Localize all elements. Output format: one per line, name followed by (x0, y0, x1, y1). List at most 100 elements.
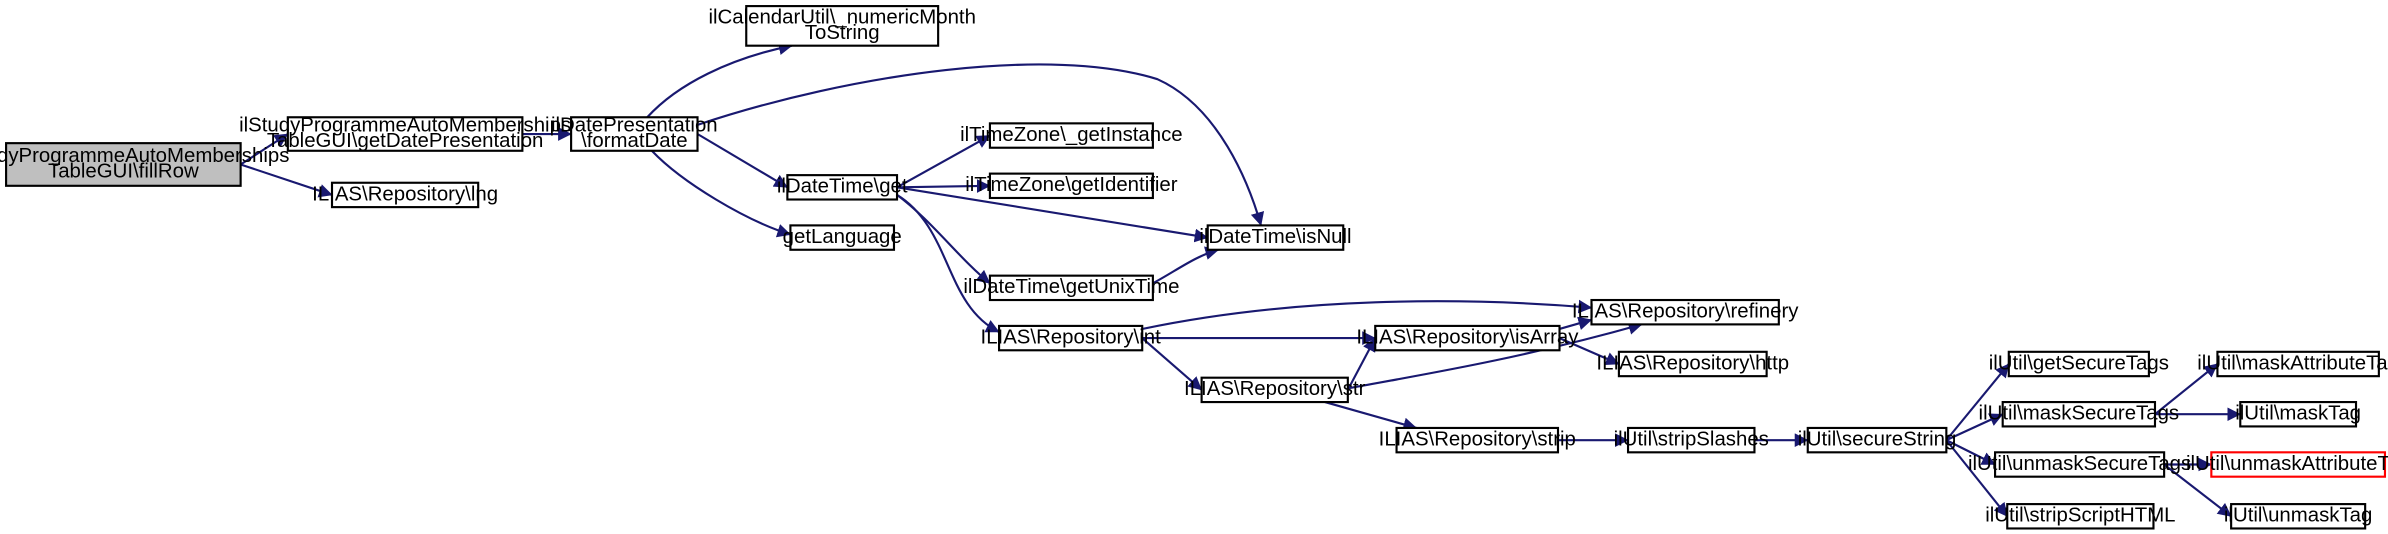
node-repoint[interactable]: ILIAS\Repository\int (981, 324, 1162, 352)
node-box (1200, 376, 1349, 404)
node-unmasksecuretags[interactable]: ilUtil\unmaskSecureTags (1968, 451, 2191, 478)
edge-isarray-to-refinery (1559, 316, 1593, 330)
node-dtget[interactable]: ilDateTime\get (777, 174, 908, 201)
edge-securestring-to-getsecuretags (1945, 363, 2010, 441)
node-label: ilUtil\maskTag (2235, 403, 2361, 425)
node-box (1626, 426, 1756, 454)
node-box (2006, 503, 2155, 530)
node-box (786, 174, 899, 201)
node-isarray[interactable]: ILIAS\Repository\isArray (1356, 324, 1579, 352)
node-unixtime[interactable]: ilDateTime\getUnixTime (963, 274, 1179, 302)
node-box (2007, 350, 2150, 378)
node-stripscript[interactable]: ilUtil\stripScriptHTML (1985, 503, 2176, 530)
node-label: ILIAS\Repository\http (1596, 352, 1789, 374)
edge-fillrow-to-getdatepres (240, 133, 289, 166)
edge-str-to-strip (1324, 401, 1418, 431)
node-box (1374, 324, 1561, 352)
node-box (1806, 426, 1948, 454)
node-label: ilUtil\stripScriptHTML (1985, 505, 2175, 527)
node-isnull[interactable]: ilDateTime\isNull (1199, 224, 1352, 251)
node-box (2216, 350, 2380, 378)
node-box (1994, 451, 2166, 478)
node-label: ILIAS\Repository\strip (1379, 428, 1576, 450)
node-box (286, 116, 524, 152)
node-box (1395, 426, 1560, 454)
node-label: ilUtil\unmaskAttributeTag (2186, 453, 2388, 475)
edge-repoint-to-refinery (1142, 299, 1593, 331)
edge-dtget-to-isnull (896, 186, 1209, 243)
node-label: ilUtil\secureString (1798, 428, 1957, 450)
edge-securestring-to-masksecuretags (1945, 413, 2004, 442)
node-masksecuretags[interactable]: ilUtil\maskSecureTags (1979, 400, 2180, 428)
node-box (1206, 224, 1345, 251)
node-box (997, 324, 1144, 352)
nodes-layer: ilStudyProgrammeAutoMembershipsTableGUI\… (0, 5, 2388, 530)
node-label: ilCalendarUtil\_numericMonth (708, 7, 975, 29)
node-label: ilUtil\unmaskTag (2224, 505, 2372, 527)
edge-formatdate-to-isnull (697, 63, 1265, 227)
node-label: ilUtil\getSecureTags (1989, 352, 2169, 374)
node-strip[interactable]: ILIAS\Repository\strip (1379, 426, 1576, 454)
node-unmasktag[interactable]: ilUtil\unmaskTag (2224, 503, 2372, 530)
node-getlanguage[interactable]: getLanguage (783, 224, 902, 251)
node-label: ilDateTime\getUnixTime (963, 276, 1179, 298)
edges-layer (240, 41, 2241, 518)
edge-formatdate-to-getlanguage (651, 150, 792, 238)
node-label: ilUtil\maskSecureTags (1979, 403, 2180, 425)
node-label: ToString (805, 22, 880, 44)
node-box (2239, 400, 2358, 428)
node-maskattr[interactable]: ilUtil\maskAttributeTag (2197, 350, 2388, 378)
node-label: ilUtil\maskAttributeTag (2197, 352, 2388, 374)
node-label: ilTimeZone\_getInstance (960, 124, 1183, 146)
edge-formatdate-to-dtget (696, 133, 788, 189)
node-getdatepres[interactable]: ilStudyProgrammeAutoMembershipsTableGUI\… (239, 115, 571, 152)
edge-formatdate-to-nummonth (646, 41, 793, 118)
edge-dtget-to-tzinstance (896, 134, 991, 189)
node-fillrow[interactable]: ilStudyProgrammeAutoMembershipsTableGUI\… (0, 142, 289, 187)
node-tzident[interactable]: ilTimeZone\getIdentifier (965, 172, 1178, 200)
node-box (5, 142, 242, 187)
node-label: ilDatePresentation (551, 115, 718, 137)
edge-str-to-isarray (1346, 337, 1377, 391)
edge-unixtime-to-isnull (1152, 246, 1220, 285)
node-masktag[interactable]: ilUtil\maskTag (2235, 400, 2361, 428)
node-label: ILIAS\Repository\int (981, 326, 1162, 348)
node-box (2210, 451, 2387, 478)
node-box (2230, 503, 2367, 530)
edge-fillrow-to-lng (240, 163, 333, 198)
edge-str-to-refinery (1347, 321, 1643, 390)
node-box (988, 274, 1154, 302)
node-label: TableGUI\getDatePresentation (267, 130, 544, 152)
node-http[interactable]: ILIAS\Repository\http (1596, 350, 1789, 378)
node-lng[interactable]: ILIAS\Repository\lng (312, 181, 498, 209)
node-box (789, 224, 896, 251)
node-label: ilDateTime\isNull (1199, 226, 1351, 248)
node-label: ilTimeZone\getIdentifier (965, 174, 1178, 196)
node-box (745, 5, 940, 47)
node-refinery[interactable]: ILIAS\Repository\refinery (1572, 298, 1799, 326)
node-box (330, 181, 480, 209)
node-securestring[interactable]: ilUtil\secureString (1798, 426, 1957, 454)
edge-dtget-to-unixtime (896, 194, 991, 285)
node-str[interactable]: ILIAS\Repository\str (1184, 376, 1366, 404)
node-label: ilStudyProgrammeAutoMemberships (0, 145, 289, 167)
edge-dtget-to-repoint (896, 194, 1000, 333)
node-box (1617, 350, 1768, 378)
node-stripslashes[interactable]: ilUtil\stripSlashes (1614, 426, 1769, 454)
node-tzinstance[interactable]: ilTimeZone\_getInstance (960, 122, 1183, 149)
node-label: ILIAS\Repository\str (1184, 378, 1366, 400)
node-label: getLanguage (783, 226, 902, 248)
node-formatdate[interactable]: ilDatePresentation\formatDate (551, 115, 718, 152)
node-box (1590, 298, 1780, 326)
node-box (988, 122, 1154, 149)
node-label: ilStudyProgrammeAutoMemberships (239, 115, 571, 137)
node-getsecuretags[interactable]: ilUtil\getSecureTags (1989, 350, 2169, 378)
node-box (570, 116, 699, 152)
node-unmaskattr[interactable]: ilUtil\unmaskAttributeTag (2186, 451, 2388, 478)
node-label: TableGUI\fillRow (48, 160, 199, 182)
node-box (988, 172, 1154, 200)
edge-unmasksecuretags-to-unmasktag (2163, 463, 2232, 518)
node-label: ilUtil\stripSlashes (1614, 428, 1769, 450)
